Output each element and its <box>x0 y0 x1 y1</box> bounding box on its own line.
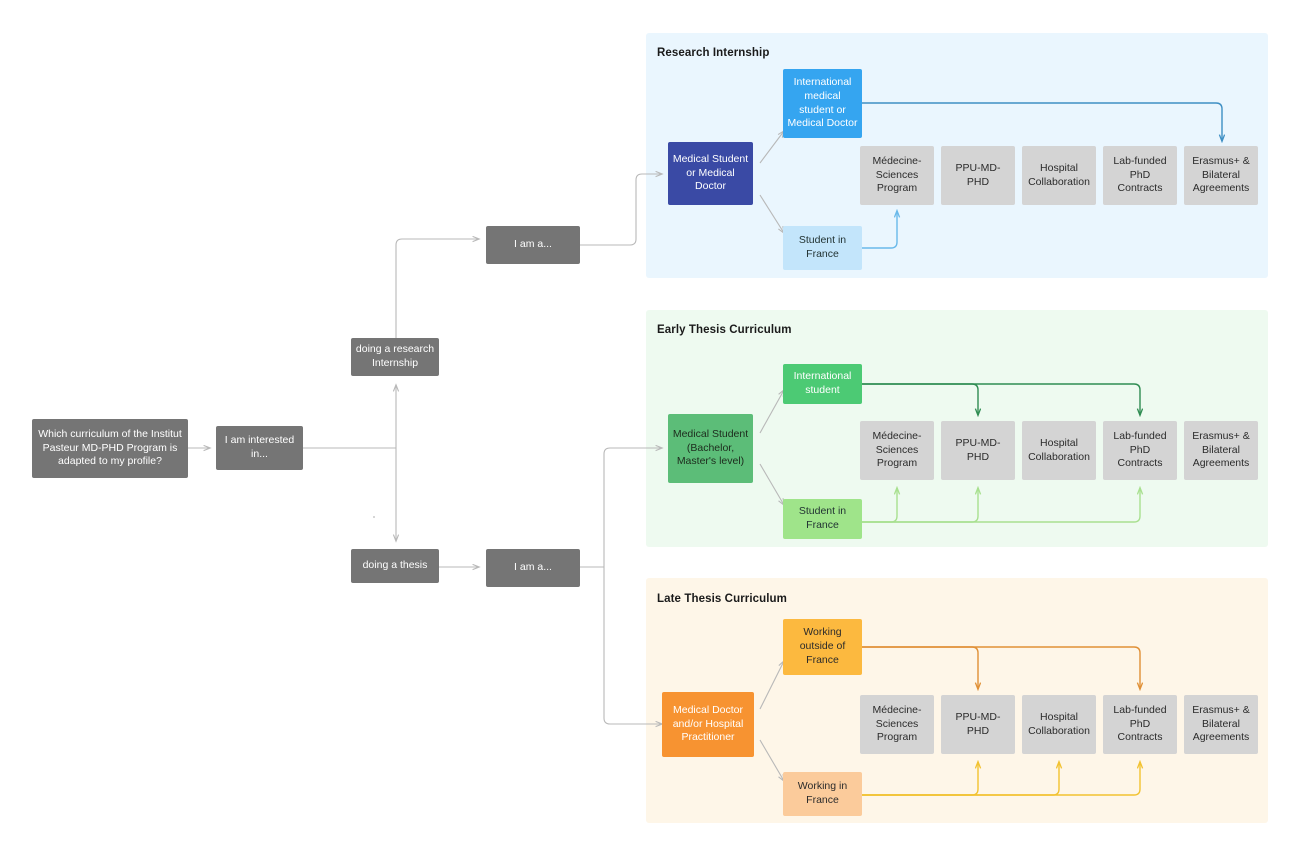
outcome-medecine-sciences-blue[interactable]: Médecine-Sciences Program <box>860 146 934 205</box>
node-orange-root-label: Medical Doctor and/or Hospital Practitio… <box>672 703 744 744</box>
node-green-upper-branch-label: International student <box>793 370 852 396</box>
outcome-lab-funded-orange[interactable]: Lab-funded PhD Contracts <box>1103 695 1177 754</box>
node-blue-upper-branch[interactable]: International medical student or Medical… <box>783 69 862 138</box>
i-am-a-bottom-label: I am a... <box>514 561 552 574</box>
outcome-label: Erasmus+ & Bilateral Agreements <box>1192 154 1250 195</box>
node-green-lower-branch[interactable]: Student in France <box>783 499 862 539</box>
outcome-label: Lab-funded PhD Contracts <box>1113 703 1167 744</box>
node-orange-upper-branch[interactable]: Working outside of France <box>783 619 862 675</box>
panel-title-late-thesis-curriculum: Late Thesis Curriculum <box>657 593 788 605</box>
outcome-ppu-md-phd-green[interactable]: PPU-MD-PHD <box>941 421 1015 480</box>
interested-in-label: I am interested in... <box>224 434 295 460</box>
outcome-label: Hospital Collaboration <box>1028 161 1090 188</box>
outcome-label: Hospital Collaboration <box>1028 710 1090 737</box>
outcome-label: PPU-MD-PHD <box>955 161 1001 188</box>
panel-title-early-thesis-curriculum: Early Thesis Curriculum <box>657 324 792 336</box>
outcome-hospital-collaboration-orange[interactable]: Hospital Collaboration <box>1022 695 1096 754</box>
branch-thesis-box[interactable]: doing a thesis <box>351 549 439 583</box>
i-am-a-top-label: I am a... <box>514 238 552 251</box>
root-question-box[interactable]: Which curriculum of the Institut Pasteur… <box>32 419 188 478</box>
branch-research-internship-label: doing a research Internship <box>355 343 435 369</box>
node-green-lower-branch-label: Student in France <box>798 505 847 531</box>
i-am-a-top-box[interactable]: I am a... <box>486 226 580 264</box>
node-green-upper-branch[interactable]: International student <box>783 364 862 404</box>
outcome-hospital-collaboration-green[interactable]: Hospital Collaboration <box>1022 421 1096 480</box>
node-orange-lower-branch[interactable]: Working in France <box>783 772 862 816</box>
outcome-erasmus-blue[interactable]: Erasmus+ & Bilateral Agreements <box>1184 146 1258 205</box>
branch-research-internship-box[interactable]: doing a research Internship <box>351 338 439 376</box>
outcome-medecine-sciences-green[interactable]: Médecine-Sciences Program <box>860 421 934 480</box>
interested-in-box[interactable]: I am interested in... <box>216 426 303 470</box>
outcome-lab-funded-blue[interactable]: Lab-funded PhD Contracts <box>1103 146 1177 205</box>
node-blue-lower-branch-label: Student in France <box>798 234 847 260</box>
outcome-label: Lab-funded PhD Contracts <box>1113 154 1167 195</box>
branch-thesis-label: doing a thesis <box>362 559 428 572</box>
node-orange-root[interactable]: Medical Doctor and/or Hospital Practitio… <box>662 692 754 757</box>
outcome-erasmus-orange[interactable]: Erasmus+ & Bilateral Agreements <box>1184 695 1258 754</box>
outcome-label: Lab-funded PhD Contracts <box>1113 429 1167 470</box>
outcome-ppu-md-phd-blue[interactable]: PPU-MD-PHD <box>941 146 1015 205</box>
node-orange-upper-branch-label: Working outside of France <box>799 626 846 666</box>
outcome-erasmus-green[interactable]: Erasmus+ & Bilateral Agreements <box>1184 421 1258 480</box>
i-am-a-bottom-box[interactable]: I am a... <box>486 549 580 587</box>
outcome-label: PPU-MD-PHD <box>955 710 1001 737</box>
outcome-label: Médecine-Sciences Program <box>872 154 922 195</box>
outcome-hospital-collaboration-blue[interactable]: Hospital Collaboration <box>1022 146 1096 205</box>
outcome-medecine-sciences-orange[interactable]: Médecine-Sciences Program <box>860 695 934 754</box>
outcome-label: Médecine-Sciences Program <box>872 429 922 470</box>
stray-dot-artifact <box>373 516 375 518</box>
outcome-label: PPU-MD-PHD <box>955 436 1001 463</box>
edge-internship-to-iama-top <box>395 235 481 338</box>
outcome-label: Médecine-Sciences Program <box>872 703 922 744</box>
root-question-label: Which curriculum of the Institut Pasteur… <box>38 427 182 468</box>
node-blue-root-label: Medical Student or Medical Doctor <box>672 152 749 193</box>
node-blue-lower-branch[interactable]: Student in France <box>783 226 862 270</box>
outcome-label: Erasmus+ & Bilateral Agreements <box>1192 429 1250 470</box>
panel-title-research-internship: Research Internship <box>657 47 770 59</box>
outcome-label: Erasmus+ & Bilateral Agreements <box>1192 703 1250 744</box>
outcome-label: Hospital Collaboration <box>1028 436 1090 463</box>
node-orange-lower-branch-label: Working in France <box>797 780 848 806</box>
outcome-ppu-md-phd-orange[interactable]: PPU-MD-PHD <box>941 695 1015 754</box>
node-blue-upper-branch-label: International medical student or Medical… <box>787 75 858 130</box>
node-blue-root[interactable]: Medical Student or Medical Doctor <box>668 142 753 205</box>
node-green-root[interactable]: Medical Student (Bachelor, Master's leve… <box>668 414 753 483</box>
outcome-lab-funded-green[interactable]: Lab-funded PhD Contracts <box>1103 421 1177 480</box>
node-green-root-label: Medical Student (Bachelor, Master's leve… <box>672 427 749 468</box>
